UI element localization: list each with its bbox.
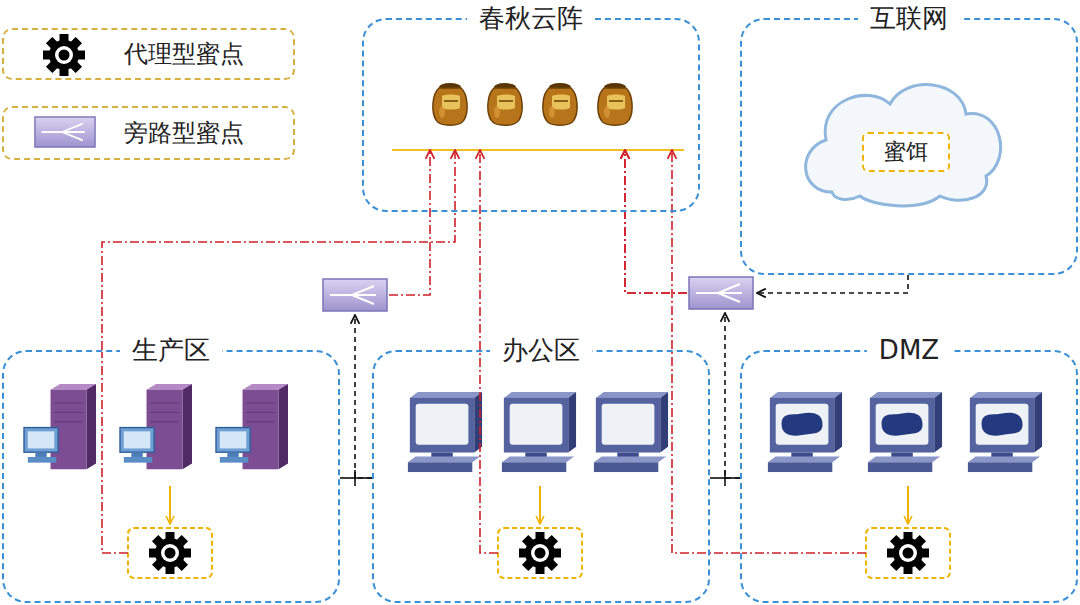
connector-segment — [479, 150, 481, 350]
network-wire — [340, 470, 740, 486]
connector-segment — [625, 150, 687, 293]
cloud-array-region: 春秋云阵 — [362, 18, 700, 212]
connector — [625, 150, 740, 478]
zone-title: 办公区 — [490, 335, 592, 366]
internet-region: 互联网蜜饵 — [740, 18, 1078, 275]
connector — [355, 150, 430, 478]
connector — [480, 150, 481, 350]
server-icon — [120, 384, 192, 469]
legend-item: 代理型蜜点 — [2, 28, 295, 80]
legend-label: 代理型蜜点 — [124, 38, 244, 70]
honeypot-icon — [543, 83, 577, 125]
legend-label: 旁路型蜜点 — [124, 117, 244, 149]
connector-segment — [355, 315, 372, 478]
proxy-frame — [498, 528, 582, 578]
bus-line — [392, 149, 684, 151]
legend-item: 旁路型蜜点 — [2, 106, 295, 160]
redirect-arrow — [170, 486, 908, 524]
pc-icon — [594, 392, 668, 472]
bypass-honeypot — [323, 279, 387, 311]
internet-cloud — [806, 85, 1001, 206]
pc-icon — [502, 392, 576, 472]
honeypot-icon — [598, 83, 632, 125]
connector-segment — [757, 275, 908, 293]
server-icon — [216, 384, 288, 469]
node-label: 蜜饵 — [884, 137, 928, 167]
zone-title: 生产区 — [120, 335, 222, 366]
proxy-honeypot — [519, 532, 561, 574]
dmz-server-icon — [868, 392, 942, 472]
legend-gear-icon — [43, 34, 85, 76]
connector — [102, 150, 455, 350]
server-icon — [24, 384, 96, 469]
bypass-honeypot — [689, 277, 753, 309]
pc-icon — [408, 392, 482, 472]
proxy-honeypot — [887, 532, 929, 574]
zone-title: DMZ — [867, 335, 951, 366]
zone-title: 互联网 — [858, 3, 960, 34]
honeypot-icon — [488, 83, 522, 125]
connector-segment — [102, 150, 455, 350]
bait-box: 蜜饵 — [862, 132, 950, 172]
dmz-zone: DMZ — [740, 350, 1078, 603]
office-zone: 办公区 — [372, 350, 710, 603]
proxy-lead — [102, 352, 866, 553]
connector-segment — [725, 313, 740, 478]
proxy-frame — [866, 528, 950, 578]
connector-segment — [625, 150, 687, 293]
legend-bypass-icon — [35, 117, 95, 147]
dmz-server-icon — [768, 392, 842, 472]
connector-segment — [389, 150, 430, 295]
production-zone: 生产区 — [2, 350, 340, 603]
dmz-server-icon — [968, 392, 1042, 472]
honeypot-icon — [433, 83, 467, 125]
zone-title: 春秋云阵 — [467, 3, 595, 34]
proxy-honeypot — [149, 532, 191, 574]
proxy-frame — [128, 528, 212, 578]
